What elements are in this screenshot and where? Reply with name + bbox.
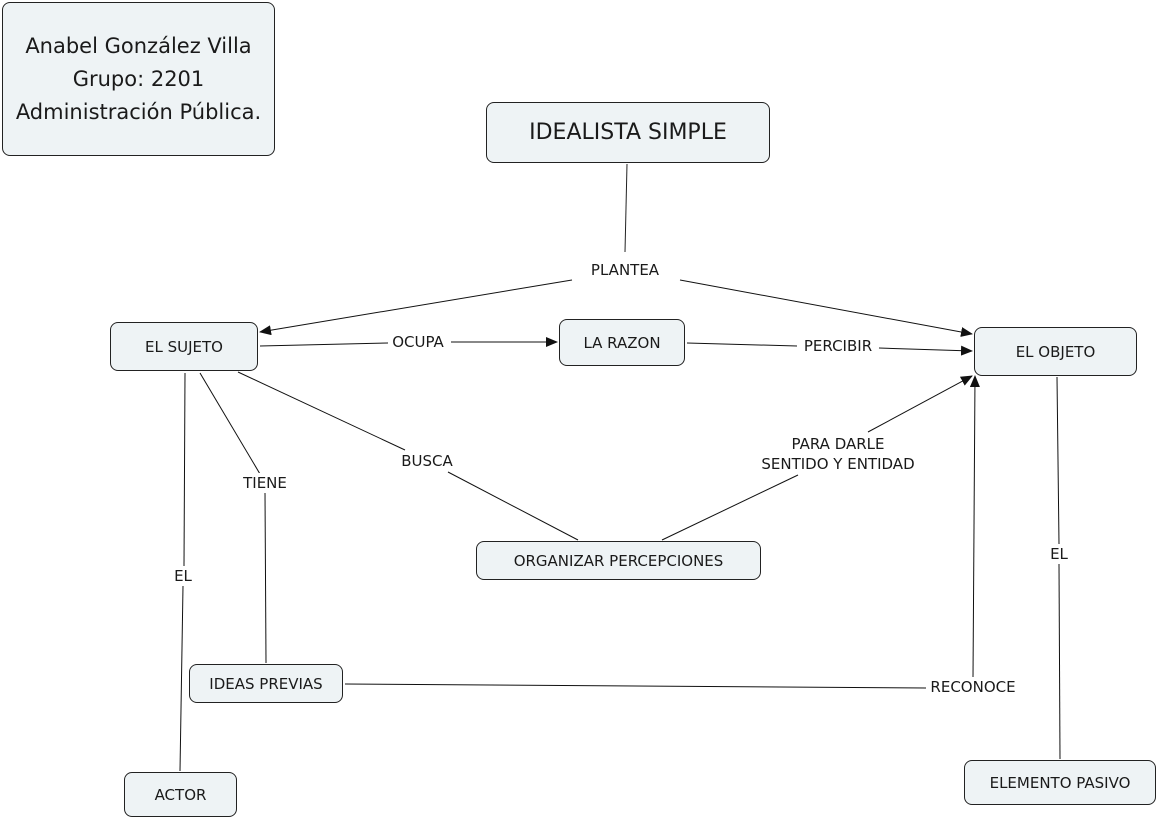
link-el-pasivo — [1058, 563, 1061, 760]
link-ideas-reconoce — [344, 683, 927, 689]
link-tiene-ideas — [264, 491, 267, 664]
link-organizar-paradarle — [661, 474, 799, 541]
concept-organizar-percepciones[interactable]: ORGANIZAR PERCEPCIONES — [476, 541, 761, 580]
author-info-box: Anabel González Villa Grupo: 2201 Admini… — [2, 2, 275, 156]
link-sujeto-busca — [237, 371, 406, 451]
link-label-el-actor: EL — [171, 566, 195, 586]
link-sujeto-tiene — [199, 372, 261, 475]
link-label-percibir: PERCIBIR — [800, 336, 876, 356]
link-paradarle-objeto — [867, 375, 973, 433]
link-percibir-objeto — [878, 345, 973, 356]
link-label-el-pasivo: EL — [1047, 544, 1071, 564]
concept-actor[interactable]: ACTOR — [124, 772, 237, 817]
link-label-reconoce: RECONOCE — [927, 677, 1019, 697]
link-label-plantea: PLANTEA — [587, 260, 663, 280]
link-plantea-sujeto — [259, 279, 573, 336]
link-busca-organizar — [447, 471, 579, 541]
concept-el-objeto[interactable]: EL OBJETO — [974, 327, 1137, 376]
concept-elemento-pasivo[interactable]: ELEMENTO PASIVO — [964, 760, 1156, 805]
concept-idealista-simple[interactable]: IDEALISTA SIMPLE — [486, 102, 770, 163]
concept-ideas-previas[interactable]: IDEAS PREVIAS — [189, 664, 343, 703]
link-label-busca: BUSCA — [398, 451, 456, 471]
link-razon-percibir — [686, 342, 798, 347]
link-plantea-objeto — [679, 279, 973, 337]
link-label-para-darle: PARA DARLE SENTIDO Y ENTIDAD — [758, 434, 918, 474]
link-sujeto-el — [183, 372, 186, 567]
link-el-actor — [179, 585, 184, 772]
concept-el-sujeto[interactable]: EL SUJETO — [110, 322, 258, 371]
link-sujeto-ocupa — [259, 342, 389, 347]
link-label-tiene: TIENE — [240, 473, 290, 493]
link-objeto-el — [1056, 376, 1060, 545]
link-reconoce-objeto — [969, 375, 980, 679]
link-label-ocupa: OCUPA — [389, 332, 447, 352]
link-idealista-plantea — [624, 163, 628, 253]
concept-la-razon[interactable]: LA RAZON — [559, 319, 685, 366]
